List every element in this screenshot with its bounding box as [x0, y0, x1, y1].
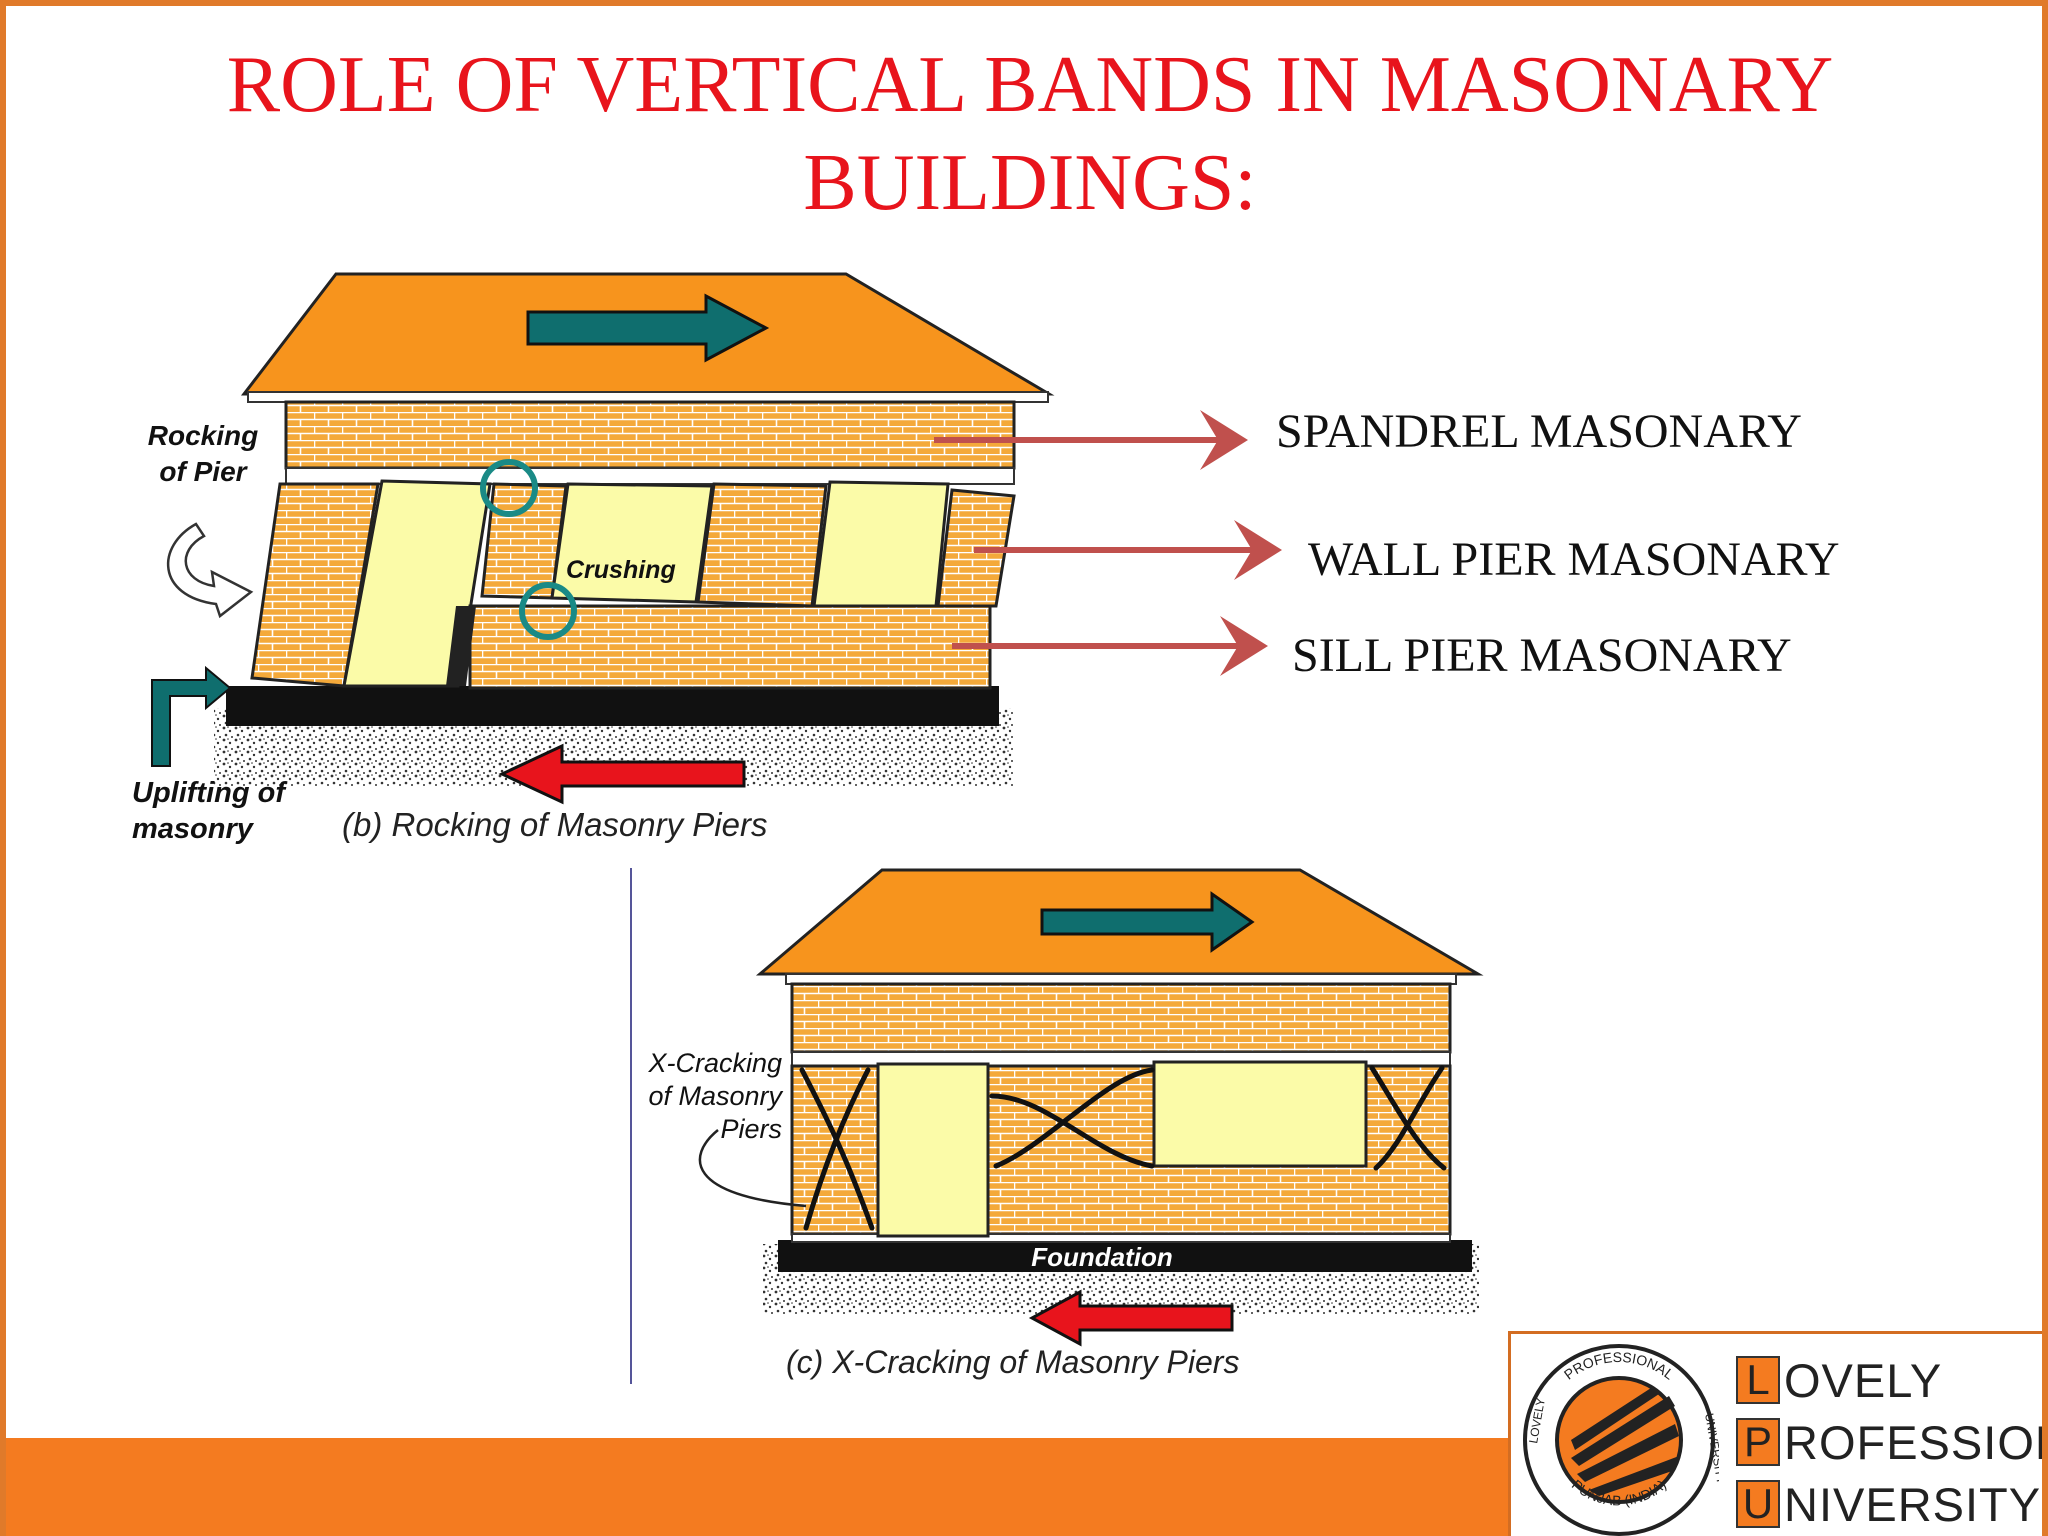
- opening-window-2: [812, 480, 950, 608]
- label-uplifting-1: Uplifting of: [132, 777, 288, 809]
- foundation-slab: [226, 686, 999, 726]
- label-crushing: Crushing: [566, 556, 676, 584]
- opening-window-1: [550, 482, 714, 604]
- logo-letter-u: U: [1736, 1480, 1780, 1528]
- spandrel-masonry: [790, 982, 1452, 1054]
- title-line-1: ROLE OF VERTICAL BANDS IN MASONARY: [226, 41, 1834, 129]
- label-rocking-1: Rocking: [148, 420, 258, 451]
- figure-c-xcracking: X-Cracking of Masonry Piers Foundation (…: [647, 868, 1484, 1380]
- callout-sill-pier-label: SILL PIER MASONARY: [1292, 629, 1792, 682]
- x-cracks: [799, 1065, 1447, 1231]
- logo-letter-p: P: [1736, 1418, 1780, 1466]
- motion-arrow-icon: [1040, 891, 1255, 953]
- logo-row-lovely: L OVELY: [1736, 1350, 1942, 1410]
- logo-row-professional: P ROFESSIONAL: [1736, 1412, 2042, 1472]
- bottom-accent-bar: [6, 1438, 1508, 1536]
- leader-line: [698, 1129, 807, 1208]
- diagram-canvas: Rocking of Pier Crushing Uplifting of ma…: [132, 272, 1484, 1384]
- figure-b-rocking: Rocking of Pier Crushing Uplifting of ma…: [132, 272, 1055, 845]
- spandrel-masonry: [284, 400, 1016, 470]
- figure-b-caption: (b) Rocking of Masonry Piers: [342, 806, 767, 843]
- label-xcracking-2: of Masonry: [648, 1081, 783, 1111]
- motion-arrow-icon: [526, 293, 770, 363]
- callout-spandrel-label: SPANDREL MASONARY: [1276, 405, 1802, 458]
- logo-row-university: U NIVERSITY: [1736, 1474, 2041, 1534]
- callout-wall-pier-label: WALL PIER MASONARY: [1308, 533, 1840, 586]
- ground-motion-arrow-icon: [498, 743, 746, 805]
- label-xcracking-3: Piers: [720, 1114, 782, 1144]
- label-foundation: Foundation: [1031, 1242, 1173, 1272]
- university-logo: PROFESSIONAL PUNJAB (INDIA) LOVELY UNIVE…: [1508, 1331, 2042, 1536]
- bent-arrow-icon: [151, 665, 232, 767]
- crushing-marker-icon: [519, 582, 577, 640]
- figure-c-caption: (c) X-Cracking of Masonry Piers: [786, 1344, 1239, 1380]
- slide-title: ROLE OF VERTICAL BANDS IN MASONARY BUILD…: [6, 36, 2042, 232]
- ground-motion-arrow-icon: [1028, 1289, 1234, 1347]
- crushing-marker-icon: [480, 459, 538, 517]
- sill-masonry: [468, 604, 992, 690]
- label-uplifting-2: masonry: [132, 813, 255, 845]
- opening-door: [876, 1062, 990, 1238]
- wall-pier-3: [696, 482, 828, 608]
- logo-letter-l: L: [1736, 1356, 1780, 1404]
- foundation-slab: [778, 1240, 1472, 1272]
- logo-word-professional: ROFESSIONAL: [1784, 1415, 2042, 1469]
- curved-arrow-icon: [166, 522, 254, 619]
- opening-window: [1152, 1060, 1368, 1168]
- label-xcracking-1: X-Cracking: [647, 1048, 782, 1078]
- label-rocking-2: of Pier: [159, 456, 248, 487]
- title-line-2: BUILDINGS:: [803, 139, 1257, 227]
- university-seal-icon: PROFESSIONAL PUNJAB (INDIA) LOVELY UNIVE…: [1523, 1344, 1719, 1536]
- logo-word-university: NIVERSITY: [1784, 1477, 2042, 1531]
- logo-word-lovely: OVELY: [1784, 1353, 1943, 1407]
